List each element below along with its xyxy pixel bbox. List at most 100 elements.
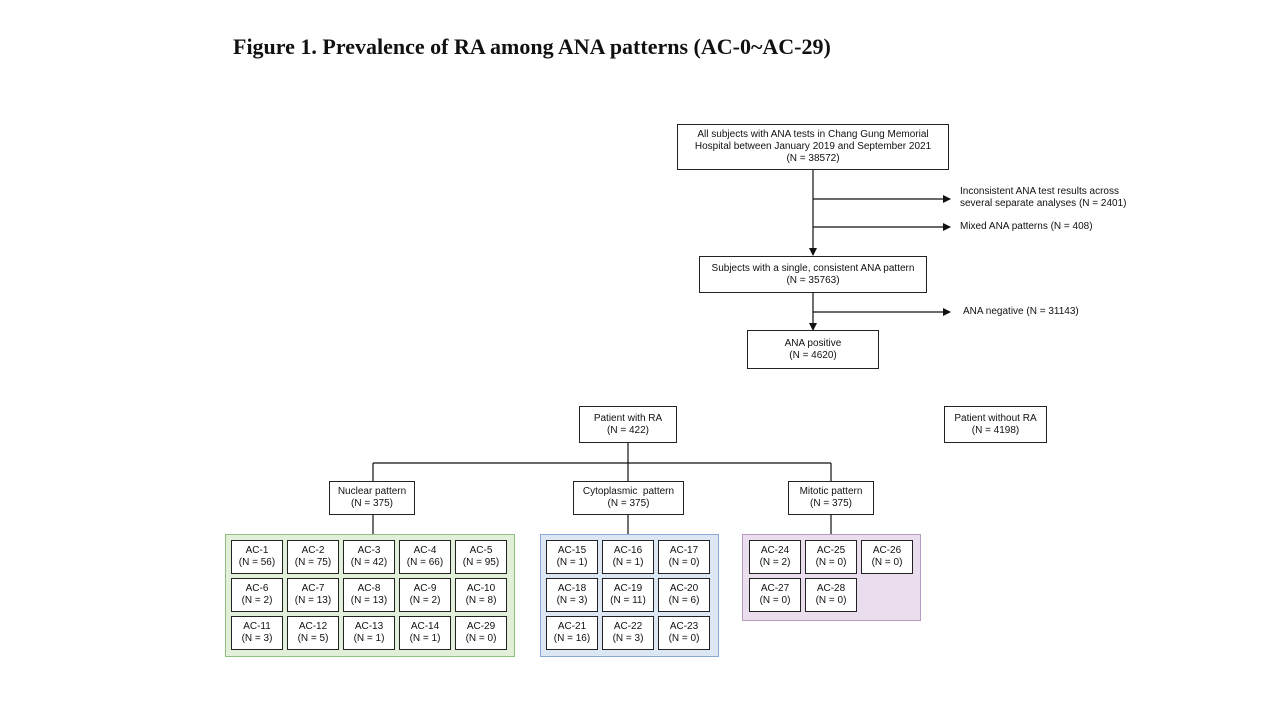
single-pattern-box: Subjects with a single, consistent ANA p… [699,256,927,293]
pattern-count: (N = 16) [553,633,591,644]
pattern-count: (N = 2) [759,557,791,568]
pattern-count: (N = 75) [294,557,332,568]
pattern-cell: AC-7(N = 13) [287,578,339,612]
mitotic-grid: AC-24(N = 2)AC-25(N = 0)AC-26(N = 0)AC-2… [749,540,913,612]
ana-positive-count: (N = 4620) [789,349,837,361]
exclusion-inconsistent-line2: several separate analyses (N = 2401) [960,198,1127,209]
cytoplasmic-grid: AC-15(N = 1)AC-16(N = 1)AC-17(N = 0)AC-1… [546,540,710,650]
pattern-count: (N = 1) [556,557,588,568]
pattern-count: (N = 1) [612,557,644,568]
nuclear-grid: AC-1(N = 56)AC-2(N = 75)AC-3(N = 42)AC-4… [231,540,507,650]
cytoplasmic-pattern-count: (N = 375) [607,498,650,509]
nuclear-pattern-box: Nuclear pattern (N = 375) [329,481,415,515]
pattern-cell: AC-17(N = 0) [658,540,710,574]
ra-label: Patient with RA [593,412,663,424]
exclusion-inconsistent-line1: Inconsistent ANA test results across [960,186,1119,197]
pattern-code: AC-10 [466,583,496,594]
pattern-cell: AC-6(N = 2) [231,578,283,612]
mitotic-pattern-box: Mitotic pattern (N = 375) [788,481,874,515]
nuclear-pattern-count: (N = 375) [351,498,393,509]
pattern-code: AC-14 [410,621,440,632]
mitotic-pattern-label: Mitotic pattern [799,486,863,497]
single-pattern-label: Subjects with a single, consistent ANA p… [711,262,915,274]
pattern-count: (N = 0) [759,595,791,606]
non-ra-count: (N = 4198) [971,424,1020,436]
pattern-count: (N = 3) [612,633,644,644]
pattern-code: AC-9 [413,583,437,594]
pattern-code: AC-7 [301,583,325,594]
cytoplasmic-pattern-label: Cytoplasmic pattern [582,486,675,497]
pattern-count: (N = 0) [815,557,847,568]
pattern-code: AC-25 [816,545,846,556]
pattern-cell: AC-8(N = 13) [343,578,395,612]
ana-negative-label: ANA negative (N = 31143) [963,306,1079,317]
pattern-count: (N = 56) [238,557,276,568]
nuclear-pattern-label: Nuclear pattern [337,486,407,497]
pattern-count: (N = 0) [668,557,700,568]
pattern-cell: AC-28(N = 0) [805,578,857,612]
pattern-code: AC-15 [557,545,587,556]
pattern-code: AC-21 [557,621,587,632]
pattern-code: AC-17 [669,545,699,556]
pattern-count: (N = 42) [350,557,388,568]
ra-count: (N = 422) [607,424,649,436]
pattern-count: (N = 1) [409,633,441,644]
pattern-cell: AC-14(N = 1) [399,616,451,650]
pattern-code: AC-18 [557,583,587,594]
pattern-cell: AC-5(N = 95) [455,540,507,574]
pattern-count: (N = 95) [462,557,500,568]
pattern-count: (N = 3) [556,595,588,606]
pattern-count: (N = 2) [241,595,273,606]
non-ra-box: Patient without RA (N = 4198) [944,406,1047,443]
pattern-cell: AC-25(N = 0) [805,540,857,574]
pattern-cell: AC-29(N = 0) [455,616,507,650]
pattern-count: (N = 13) [294,595,332,606]
pattern-cell: AC-13(N = 1) [343,616,395,650]
pattern-cell: AC-22(N = 3) [602,616,654,650]
pattern-cell: AC-1(N = 56) [231,540,283,574]
exclusion-inconsistent: Inconsistent ANA test results across sev… [960,186,1126,210]
pattern-count: (N = 66) [406,557,444,568]
all-subjects-line1: All subjects with ANA tests in Chang Gun… [697,129,929,140]
all-subjects-box: All subjects with ANA tests in Chang Gun… [677,124,949,170]
exclusion-mixed: Mixed ANA patterns (N = 408) [960,221,1093,232]
pattern-count: (N = 8) [465,595,497,606]
pattern-code: AC-3 [357,545,381,556]
pattern-code: AC-29 [466,621,496,632]
ana-positive-box: ANA positive (N = 4620) [747,330,879,369]
mitotic-pattern-count: (N = 375) [810,498,852,509]
single-pattern-count: (N = 35763) [786,274,840,286]
pattern-cell: AC-12(N = 5) [287,616,339,650]
pattern-cell: AC-21(N = 16) [546,616,598,650]
pattern-count: (N = 0) [871,557,903,568]
pattern-count: (N = 6) [668,595,700,606]
pattern-code: AC-8 [357,583,381,594]
pattern-cell: AC-10(N = 8) [455,578,507,612]
pattern-count: (N = 3) [241,633,273,644]
pattern-count: (N = 0) [668,633,700,644]
pattern-code: AC-2 [301,545,325,556]
pattern-count: (N = 0) [465,633,497,644]
pattern-count: (N = 2) [409,595,441,606]
non-ra-label: Patient without RA [954,412,1037,424]
pattern-cell: AC-3(N = 42) [343,540,395,574]
pattern-code: AC-20 [669,583,699,594]
pattern-count: (N = 13) [350,595,388,606]
pattern-cell: AC-23(N = 0) [658,616,710,650]
pattern-code: AC-24 [760,545,790,556]
pattern-code: AC-16 [613,545,643,556]
pattern-code: AC-1 [245,545,269,556]
pattern-cell: AC-24(N = 2) [749,540,801,574]
pattern-code: AC-5 [469,545,493,556]
pattern-cell: AC-4(N = 66) [399,540,451,574]
pattern-count: (N = 11) [610,595,646,606]
figure-title: Figure 1. Prevalence of RA among ANA pat… [233,34,831,59]
pattern-cell: AC-27(N = 0) [749,578,801,612]
pattern-cell: AC-11(N = 3) [231,616,283,650]
all-subjects-count: (N = 38572) [786,153,840,164]
pattern-code: AC-28 [816,583,846,594]
all-subjects-line2: Hospital between January 2019 and Septem… [694,141,932,152]
pattern-cell: AC-19(N = 11) [602,578,654,612]
pattern-cell: AC-15(N = 1) [546,540,598,574]
pattern-code: AC-23 [669,621,699,632]
